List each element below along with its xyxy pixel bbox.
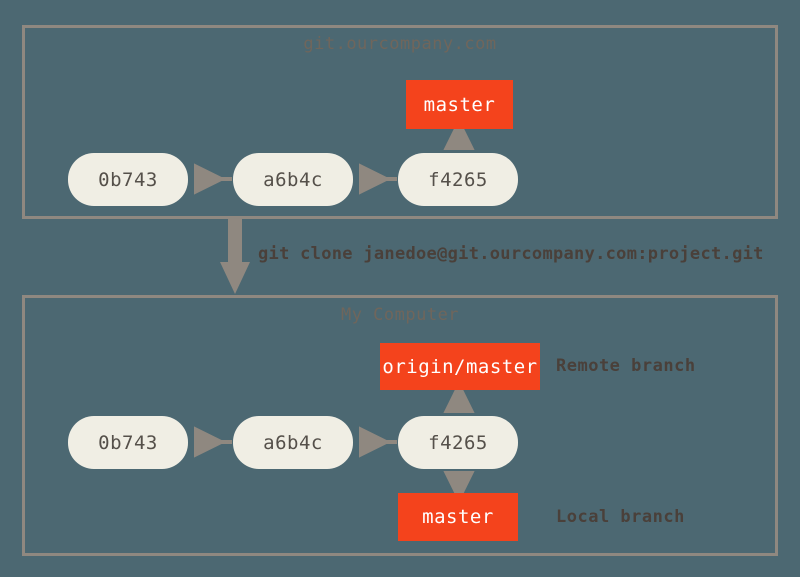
local-computer-title: My Computer [340, 305, 460, 325]
commit-node-0b743-remote[interactable]: 0b743 [68, 153, 188, 206]
clone-command-caption: git clone janedoe@git.ourcompany.com:pro… [258, 244, 764, 264]
local-computer-panel [22, 295, 778, 556]
branch-box-origin-master[interactable]: origin/master [380, 343, 540, 390]
remote-server-title: git.ourcompany.com [303, 34, 497, 54]
branch-box-master-remote[interactable]: master [406, 80, 513, 129]
clone-down-arrow-icon [220, 218, 250, 294]
commit-node-a6b4c-local[interactable]: a6b4c [233, 416, 353, 469]
commit-node-f4265-remote[interactable]: f4265 [398, 153, 518, 206]
branch-box-master-local[interactable]: master [398, 493, 518, 541]
annotation-remote-branch: Remote branch [556, 356, 696, 376]
annotation-local-branch: Local branch [556, 507, 685, 527]
remote-server-panel [22, 25, 778, 219]
commit-node-a6b4c-remote[interactable]: a6b4c [233, 153, 353, 206]
commit-node-0b743-local[interactable]: 0b743 [68, 416, 188, 469]
commit-node-f4265-local[interactable]: f4265 [398, 416, 518, 469]
